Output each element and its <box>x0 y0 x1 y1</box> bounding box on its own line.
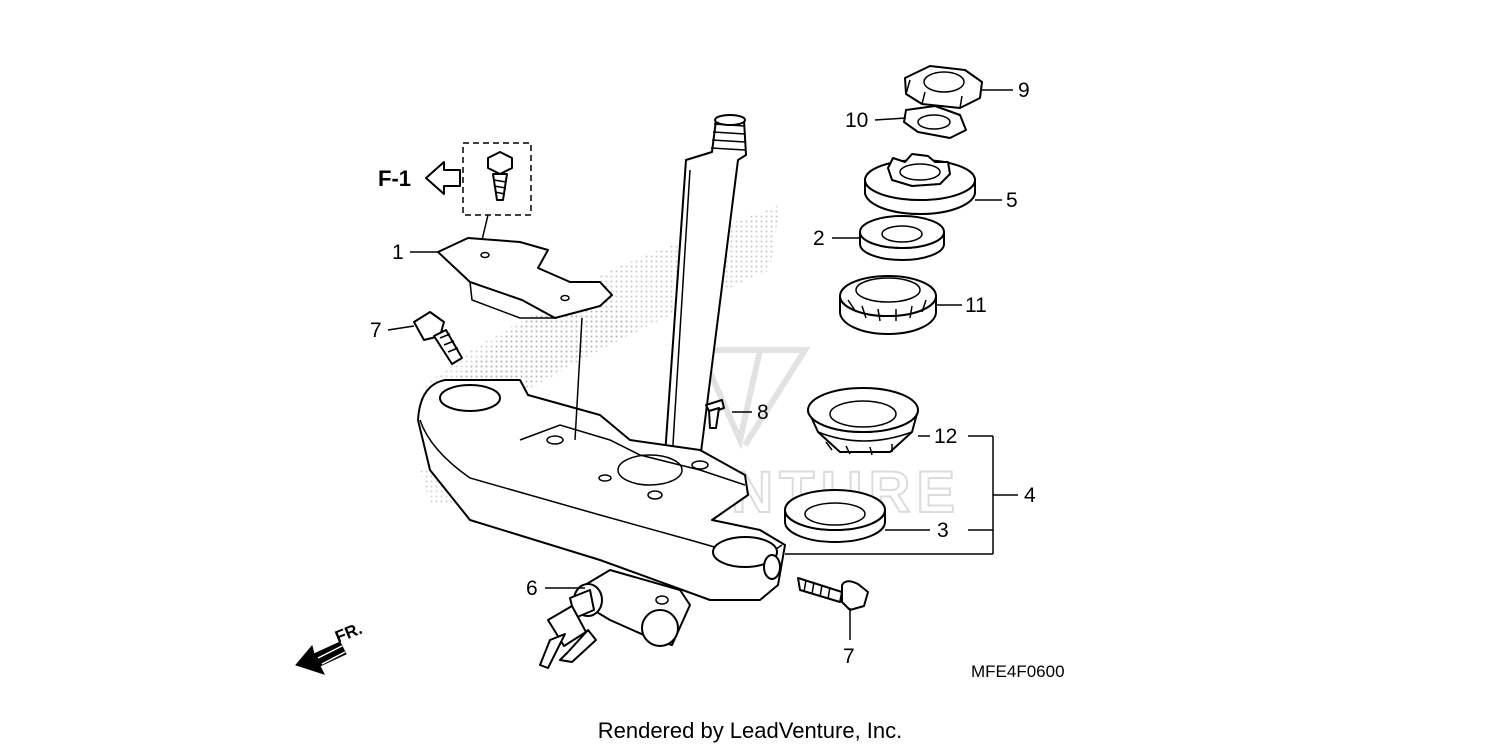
part-7-bolt-lower <box>797 577 869 611</box>
part-7-bolt-upper <box>413 311 463 365</box>
part-1-bolt <box>487 151 513 201</box>
part-2-dust-seal <box>859 215 945 261</box>
part-12-lower-bearing <box>807 387 919 456</box>
leader-lines <box>387 89 1018 640</box>
front-direction-label: FR. <box>332 619 365 647</box>
callout-3: 3 <box>937 519 949 542</box>
callout-2: 2 <box>813 227 825 250</box>
part-11-upper-bearing <box>839 275 937 335</box>
diagram-code: MFE4F0600 <box>971 662 1065 681</box>
f1-reference-label: F-1 <box>378 166 411 191</box>
lower-triple-clamp <box>417 379 786 601</box>
callout-1: 1 <box>392 241 404 264</box>
watermark-logo <box>695 347 811 450</box>
part-1-plate <box>437 237 613 319</box>
part-10-lock-washer <box>903 105 967 139</box>
steering-stem <box>664 114 747 461</box>
rendered-by-footer: Rendered by LeadVenture, Inc. <box>598 718 903 743</box>
part-9-lock-nut <box>904 65 983 109</box>
callout-8: 8 <box>757 401 769 424</box>
callout-11: 11 <box>965 294 987 317</box>
bolt-detail-box <box>462 142 532 216</box>
callout-7-upper: 7 <box>370 319 382 342</box>
front-direction-marker: FR. <box>295 619 365 675</box>
callout-9: 9 <box>1018 79 1030 102</box>
callout-10: 10 <box>845 109 868 132</box>
callout-4: 4 <box>1024 484 1036 507</box>
callout-12: 12 <box>934 425 957 448</box>
part-6-ignition-lock <box>539 569 691 669</box>
callout-7-lower: 7 <box>843 645 855 668</box>
part-3-lower-race <box>784 489 886 543</box>
part-5-adjusting-nut <box>864 153 976 215</box>
callout-6: 6 <box>526 577 538 600</box>
part-8-screw <box>705 399 725 429</box>
f1-reference-arrow[interactable]: F-1 <box>378 161 461 195</box>
callout-5: 5 <box>1006 189 1018 212</box>
